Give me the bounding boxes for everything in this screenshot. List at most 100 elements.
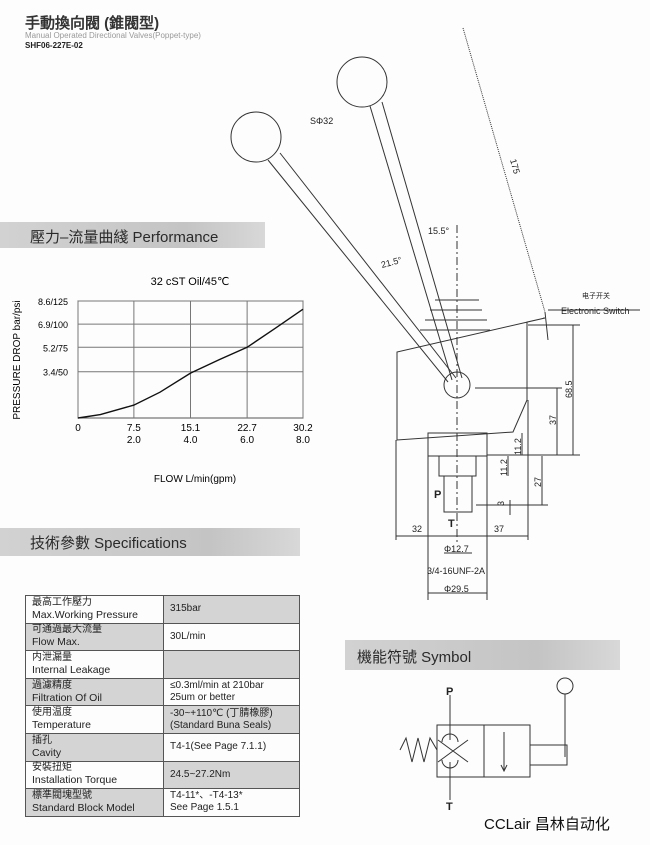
angle-label-2: 21.5° <box>380 255 403 270</box>
spec-value-text-2: (Standard Buna Seals) <box>170 719 272 731</box>
spec-label-en: Max.Working Pressure <box>32 608 139 621</box>
spec-label-zh: 安裝扭矩 <box>32 762 72 774</box>
spec-label-zh: 内泄漏量 <box>32 651 72 663</box>
switch-label-en: Electronic Switch <box>561 306 630 316</box>
symbol-port-t: T <box>446 801 453 813</box>
angle-label-1: 15.5° <box>428 226 450 236</box>
valve-dimension-drawing: SΦ32 175 15.5° 21.5° 电子开关 Electronic Swi… <box>230 27 640 600</box>
page-title: 手動換向閥 (錐閥型) <box>25 15 160 32</box>
x-tick-label: 7.5 <box>127 423 141 434</box>
spec-value: 315bar <box>163 595 300 624</box>
spec-value: 30L/min <box>163 622 300 652</box>
spec-label-en: Internal Leakage <box>32 663 111 676</box>
symbol-port-p: P <box>446 686 453 698</box>
y-tick-label: 8.6/125 <box>38 297 68 307</box>
lever-ball-tilted <box>230 111 282 163</box>
lever-ball-upright <box>336 56 388 108</box>
dim-phi-29-5: Φ29.5 <box>444 584 469 594</box>
y-tick-label: 5.2/75 <box>43 343 68 353</box>
dim-11-2-a: 11.2 <box>513 438 523 455</box>
performance-heading: 壓力–流量曲綫 Performance <box>0 222 265 248</box>
spec-value-text: 30L/min <box>170 630 206 642</box>
spec-value-text-2: See Page 1.5.1 <box>170 802 239 814</box>
x-tick-label: 22.7 <box>237 423 257 434</box>
dim-37-horizontal: 37 <box>494 524 504 534</box>
x-tick-label: 15.1 <box>181 423 201 434</box>
performance-heading-text: 壓力–流量曲綫 Performance <box>30 229 219 246</box>
ball-diameter-label: SΦ32 <box>310 116 333 126</box>
y-tick-label: 3.4/50 <box>43 368 68 378</box>
symbol-heading-text: 機能符號 Symbol <box>357 649 472 666</box>
page-subtitle: Manual Operated Directional Valves(Poppe… <box>25 31 201 40</box>
brand-watermark: CCLair 昌林自动化 <box>484 816 610 833</box>
spring-icon <box>399 736 438 763</box>
specifications-heading: 技術參數 Specifications <box>0 528 300 556</box>
spec-value: 24.5~27.2Nm <box>163 760 300 790</box>
spec-label-zh: 最高工作壓力 <box>32 596 92 608</box>
spec-label-zh: 可通過最大流量 <box>32 624 102 636</box>
dim-phi-12-7: Φ12.7 <box>444 544 469 554</box>
chart-series-line <box>77 308 304 419</box>
spec-value-text-2: 25um or better <box>170 692 236 704</box>
lever-length-label: 175 <box>508 158 522 175</box>
model-code: SHF06-227E-02 <box>25 41 83 50</box>
spec-value-text: ≤0.3ml/min at 210bar <box>170 680 264 692</box>
spec-value: T4-1(See Page 7.1.1) <box>163 732 300 762</box>
pivot <box>443 371 471 399</box>
x-axis-label: FLOW L/min(gpm) <box>154 474 236 485</box>
y-axis-label: PRESSURE DROP bar/psi <box>12 300 23 419</box>
spec-value <box>163 650 300 679</box>
spec-label-zh: 使用温度 <box>32 707 72 719</box>
symbol-heading: 機能符號 Symbol <box>345 640 620 670</box>
spec-value-text: -30~+110℃ (丁腈橡膠) <box>170 707 273 719</box>
spec-label-en: Standard Block Model <box>32 801 135 814</box>
x-tick-label: 30.2 <box>293 423 313 434</box>
spec-label-zh: 過濾精度 <box>32 679 72 691</box>
spec-label-en: Installation Torque <box>32 774 118 787</box>
port-t-label: T <box>448 518 455 530</box>
dim-27: 27 <box>533 477 543 487</box>
x-tick-label-gpm: 4.0 <box>184 435 198 446</box>
spec-label-en: Flow Max. <box>32 636 80 649</box>
dim-32: 32 <box>412 524 422 534</box>
spec-label-zh: 插孔 <box>32 734 52 746</box>
x-tick-label-gpm: 2.0 <box>127 435 141 446</box>
spec-value: -30~+110℃ (丁腈橡膠)(Standard Buna Seals) <box>163 705 300 734</box>
y-tick-label: 6.9/100 <box>38 320 68 330</box>
spec-value-text: 315bar <box>170 603 202 615</box>
dim-3: 3 <box>496 501 506 506</box>
spec-value-text: T4-11*、-T4-13* <box>170 790 243 802</box>
dim-68-5: 68.5 <box>564 380 574 398</box>
x-tick-label-gpm: 6.0 <box>240 435 254 446</box>
valve-body <box>396 317 546 441</box>
port-p-label: P <box>434 489 441 501</box>
spec-label-en: Filtration Of Oil <box>32 691 103 704</box>
x-tick-label-gpm: 8.0 <box>296 435 310 446</box>
dim-11-2-b: 11.2 <box>499 459 509 476</box>
spec-label-en: Temperature <box>32 719 91 732</box>
spec-value-text: 24.5~27.2Nm <box>170 768 231 780</box>
hydraulic-symbol: P T <box>399 677 574 813</box>
thread-label: 3/4-16UNF-2A <box>427 566 485 576</box>
chart-title: 32 cST Oil/45℃ <box>151 276 230 288</box>
dim-37-vertical: 37 <box>548 415 558 425</box>
spec-value: T4-11*、-T4-13*See Page 1.5.1 <box>163 788 300 817</box>
